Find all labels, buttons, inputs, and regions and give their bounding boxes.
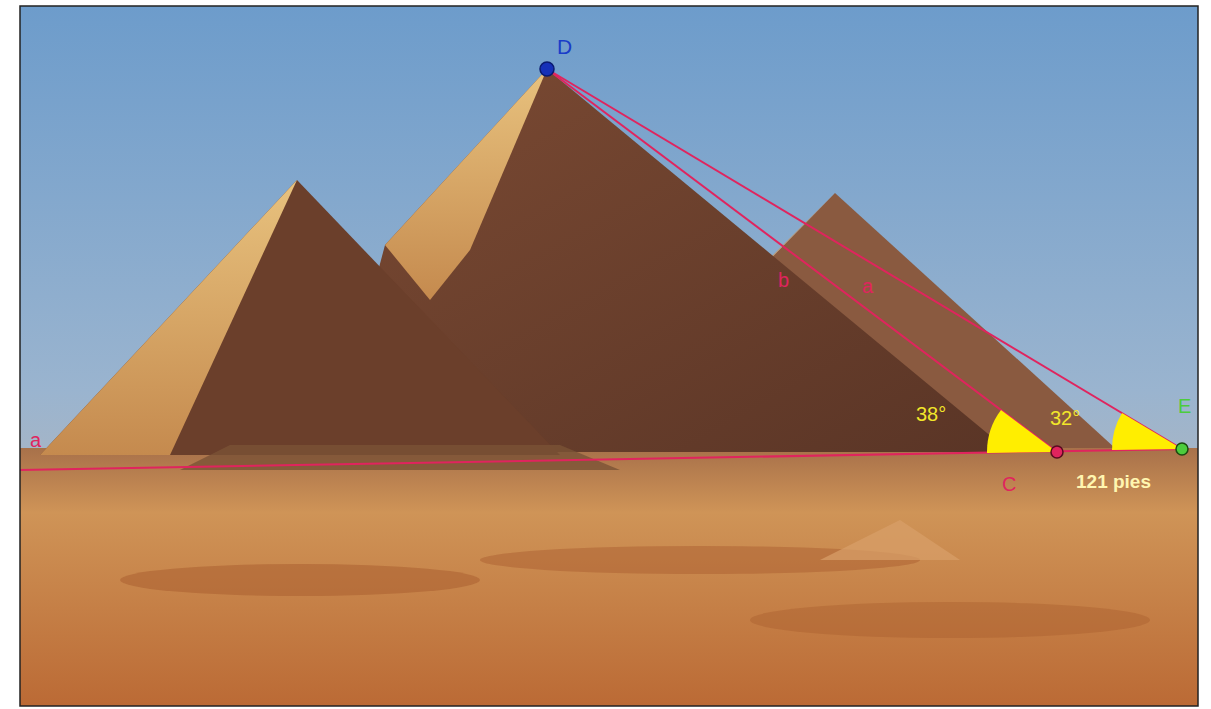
point-e: [1176, 443, 1188, 455]
angle-wedge: [1112, 413, 1182, 450]
point-label: D: [557, 36, 572, 57]
line-label: b: [778, 270, 789, 290]
sight-line-c: [547, 69, 1057, 452]
sight-line-e: [547, 69, 1182, 449]
frame: [20, 6, 1198, 706]
point-c: [1051, 446, 1063, 458]
dune: [120, 564, 480, 596]
angle-label: 32°: [1050, 408, 1080, 428]
point-d: [540, 62, 554, 76]
main-pyramid-lit-face: [385, 69, 547, 300]
angle-wedge: [987, 410, 1057, 453]
angle-label: 38°: [916, 404, 946, 424]
sky: [20, 6, 1198, 706]
dimension-label: 121 pies: [1076, 472, 1151, 491]
point-label: C: [1002, 474, 1016, 494]
line-label: a: [30, 430, 41, 450]
front-pyramid-lit-face: [40, 180, 297, 455]
point-label: E: [1178, 396, 1191, 416]
dune: [750, 602, 1150, 638]
front-pyramid: [40, 180, 560, 455]
desert: [20, 448, 1198, 706]
dune: [820, 520, 960, 560]
line-label: a: [862, 276, 873, 296]
